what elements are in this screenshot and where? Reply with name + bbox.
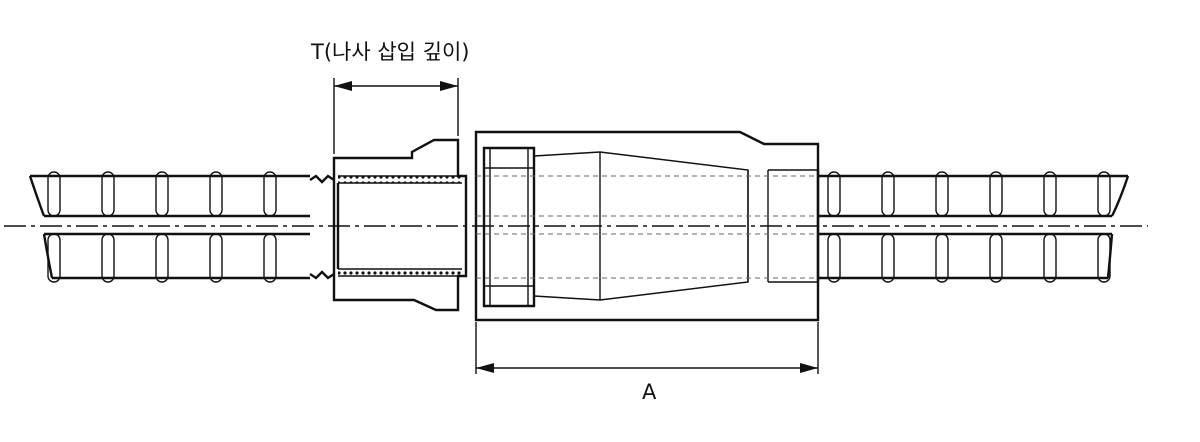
rebar-rib <box>263 171 277 217</box>
rebar-rib <box>155 233 169 283</box>
rebar-rib <box>1097 171 1111 217</box>
dimension-t <box>333 78 459 154</box>
dimension-a <box>475 322 819 374</box>
rebar-rib <box>101 171 115 217</box>
rebar-rib <box>101 233 115 283</box>
rebar-rib <box>1043 233 1057 283</box>
rebar-rib <box>881 171 895 217</box>
rebar-rib <box>209 171 223 217</box>
length-label: A <box>642 380 657 404</box>
rebar-rib <box>209 233 223 283</box>
right-rebar <box>818 171 1130 283</box>
rebar-rib <box>935 171 949 217</box>
thread-depth-label: T(나사 삽입 깊이) <box>311 40 470 64</box>
rebar-rib <box>1097 233 1111 283</box>
rebar-rib <box>47 171 61 217</box>
rebar-rib <box>155 171 169 217</box>
rebar-rib <box>827 233 841 283</box>
rebar-rib <box>989 171 1003 217</box>
rebar-rib <box>989 233 1003 283</box>
rebar-rib <box>1043 171 1057 217</box>
rebar-rib <box>47 233 61 283</box>
left-rebar <box>28 171 310 283</box>
thread-sleeve <box>332 138 468 312</box>
rebar-rib <box>263 233 277 283</box>
rebar-rib <box>935 233 949 283</box>
left-rebar-thread <box>309 174 335 280</box>
rebar-rib <box>881 233 895 283</box>
rebar-rib <box>827 171 841 217</box>
